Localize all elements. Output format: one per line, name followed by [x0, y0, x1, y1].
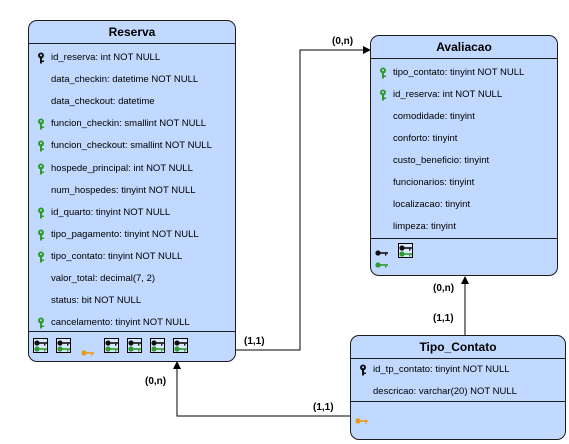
foreign-key-icon [36, 118, 46, 130]
attribute-text: id_reserva: int NOT NULL [51, 52, 161, 63]
cardinality-label: (0,n) [433, 283, 455, 294]
attribute-row[interactable]: hospede_principal: int NOT NULL [38, 162, 193, 176]
cardinality-label: (0,n) [145, 376, 167, 387]
foreign-key-icon [36, 229, 46, 241]
attribute-text: funcion_checkout: smallint NOT NULL [51, 140, 212, 152]
foreign-key-icon [36, 163, 46, 175]
line-tipo-reserva [173, 361, 350, 417]
attribute-row[interactable]: limpeza: tinyint [393, 220, 456, 234]
line-reserva-avaliacao [235, 46, 371, 351]
entity-reserva[interactable]: Reserva id_reserva: int NOT NULL data_che… [28, 20, 236, 362]
attribute-row[interactable]: tipo_contato: tinyint NOT NULL [38, 250, 183, 264]
attribute-row[interactable]: data_checkin: datetime NOT NULL [51, 73, 198, 87]
attribute-row[interactable]: valor_total: decimal(7, 2) [51, 272, 155, 286]
foreign-key-index-icon[interactable] [56, 338, 71, 353]
entity-avaliacao[interactable]: Avaliacao tipo_contato: tinyint NOT NULL… [370, 35, 558, 276]
attribute-row[interactable]: comodidade: tinyint [393, 110, 475, 124]
attribute-text: id_reserva: int NOT NULL [393, 89, 503, 100]
attribute-text: tipo_contato: tinyint NOT NULL [393, 67, 525, 78]
index-separator [29, 331, 235, 332]
entity-title: Avaliacao [371, 36, 557, 59]
entity-title: Reserva [29, 21, 235, 44]
index-separator [371, 238, 557, 239]
attribute-row[interactable]: data_checkout: datetime [51, 95, 155, 109]
attribute-row[interactable]: descricao: varchar(20) NOT NULL [373, 385, 517, 399]
attribute-row[interactable]: id_reserva: int NOT NULL [380, 88, 503, 102]
cardinality-label: (1,1) [313, 402, 334, 413]
cardinality-label: (0,n) [332, 36, 354, 47]
foreign-key-index-icon[interactable] [104, 338, 119, 353]
primary-key-icon [36, 52, 46, 64]
attribute-text: funcionarios: tinyint [393, 177, 475, 188]
attribute-text: limpeza: tinyint [393, 221, 456, 232]
attribute-text: tipo_contato: tinyint NOT NULL [51, 250, 183, 262]
cardinality-label: (1,1) [433, 313, 454, 324]
attribute-text: conforto: tinyint [393, 133, 458, 144]
attribute-text: data_checkin: datetime NOT NULL [51, 74, 199, 86]
foreign-key-icon [378, 89, 388, 101]
attribute-text: status: bit NOT NULL [51, 295, 142, 307]
primary-key-icon [358, 364, 368, 376]
unique-key-index-icon[interactable] [81, 343, 94, 361]
unique-key-index-icon[interactable] [355, 411, 368, 429]
attribute-row[interactable]: status: bit NOT NULL [51, 294, 141, 308]
attribute-text: funcion_checkin: smallint NOT NULL [51, 118, 207, 130]
primary-key-index-icon[interactable] [33, 338, 48, 353]
attribute-text: tipo_pagamento: tinyint NOT NULL [51, 228, 199, 240]
foreign-key-icon [36, 251, 46, 263]
attribute-row[interactable]: id_reserva: int NOT NULL [38, 51, 161, 65]
attribute-row[interactable]: conforto: tinyint [393, 132, 457, 146]
attribute-text: data_checkout: datetime [51, 96, 155, 108]
attribute-text: comodidade: tinyint [393, 111, 475, 122]
attribute-row[interactable]: tipo_contato: tinyint NOT NULL [380, 66, 525, 80]
foreign-key-icon [378, 67, 388, 79]
attribute-text: hospede_principal: int NOT NULL [51, 162, 193, 174]
attribute-text: custo_beneficio: tinyint [393, 155, 490, 166]
attribute-row[interactable]: localizacao: tinyint [393, 198, 470, 212]
foreign-key-index-icon[interactable] [398, 243, 413, 258]
attribute-row[interactable]: id_quarto: tinyint NOT NULL [38, 206, 171, 220]
attribute-text: id_tp_contato: tinyint NOT NULL [373, 364, 510, 375]
attribute-row[interactable]: funcionarios: tinyint [393, 176, 474, 190]
attribute-text: id_quarto: tinyint NOT NULL [51, 206, 171, 218]
entity-title: Tipo_Contato [351, 336, 565, 359]
attribute-text: cancelamento: tinyint NOT NULL [51, 317, 190, 329]
index-separator [351, 401, 565, 402]
attribute-row[interactable]: id_tp_contato: tinyint NOT NULL [360, 363, 510, 377]
attribute-row[interactable]: funcion_checkin: smallint NOT NULL [38, 117, 207, 131]
entity-tipo-contato[interactable]: Tipo_Contato id_tp_contato: tinyint NOT … [350, 335, 566, 440]
attribute-text: valor_total: decimal(7, 2) [51, 273, 156, 284]
attribute-text: localizacao: tinyint [393, 199, 471, 210]
foreign-key-index-icon[interactable] [150, 338, 165, 353]
cardinality-label: (1,1) [244, 336, 265, 347]
foreign-key-index-icon[interactable] [127, 338, 142, 353]
primary-key-index-icon[interactable] [375, 243, 388, 268]
attribute-row[interactable]: tipo_pagamento: tinyint NOT NULL [38, 228, 199, 242]
attribute-row[interactable]: custo_beneficio: tinyint [393, 154, 489, 168]
attribute-row[interactable]: cancelamento: tinyint NOT NULL [38, 316, 190, 330]
foreign-key-index-icon[interactable] [173, 338, 188, 353]
attribute-text: num_hospedes: tinyint NOT NULL [51, 184, 196, 196]
attribute-row[interactable]: funcion_checkout: smallint NOT NULL [38, 139, 212, 153]
foreign-key-icon [36, 140, 46, 152]
attribute-text: descricao: varchar(20) NOT NULL [373, 386, 517, 397]
foreign-key-icon [36, 207, 46, 219]
attribute-row[interactable]: num_hospedes: tinyint NOT NULL [51, 184, 196, 198]
foreign-key-icon [36, 317, 46, 329]
